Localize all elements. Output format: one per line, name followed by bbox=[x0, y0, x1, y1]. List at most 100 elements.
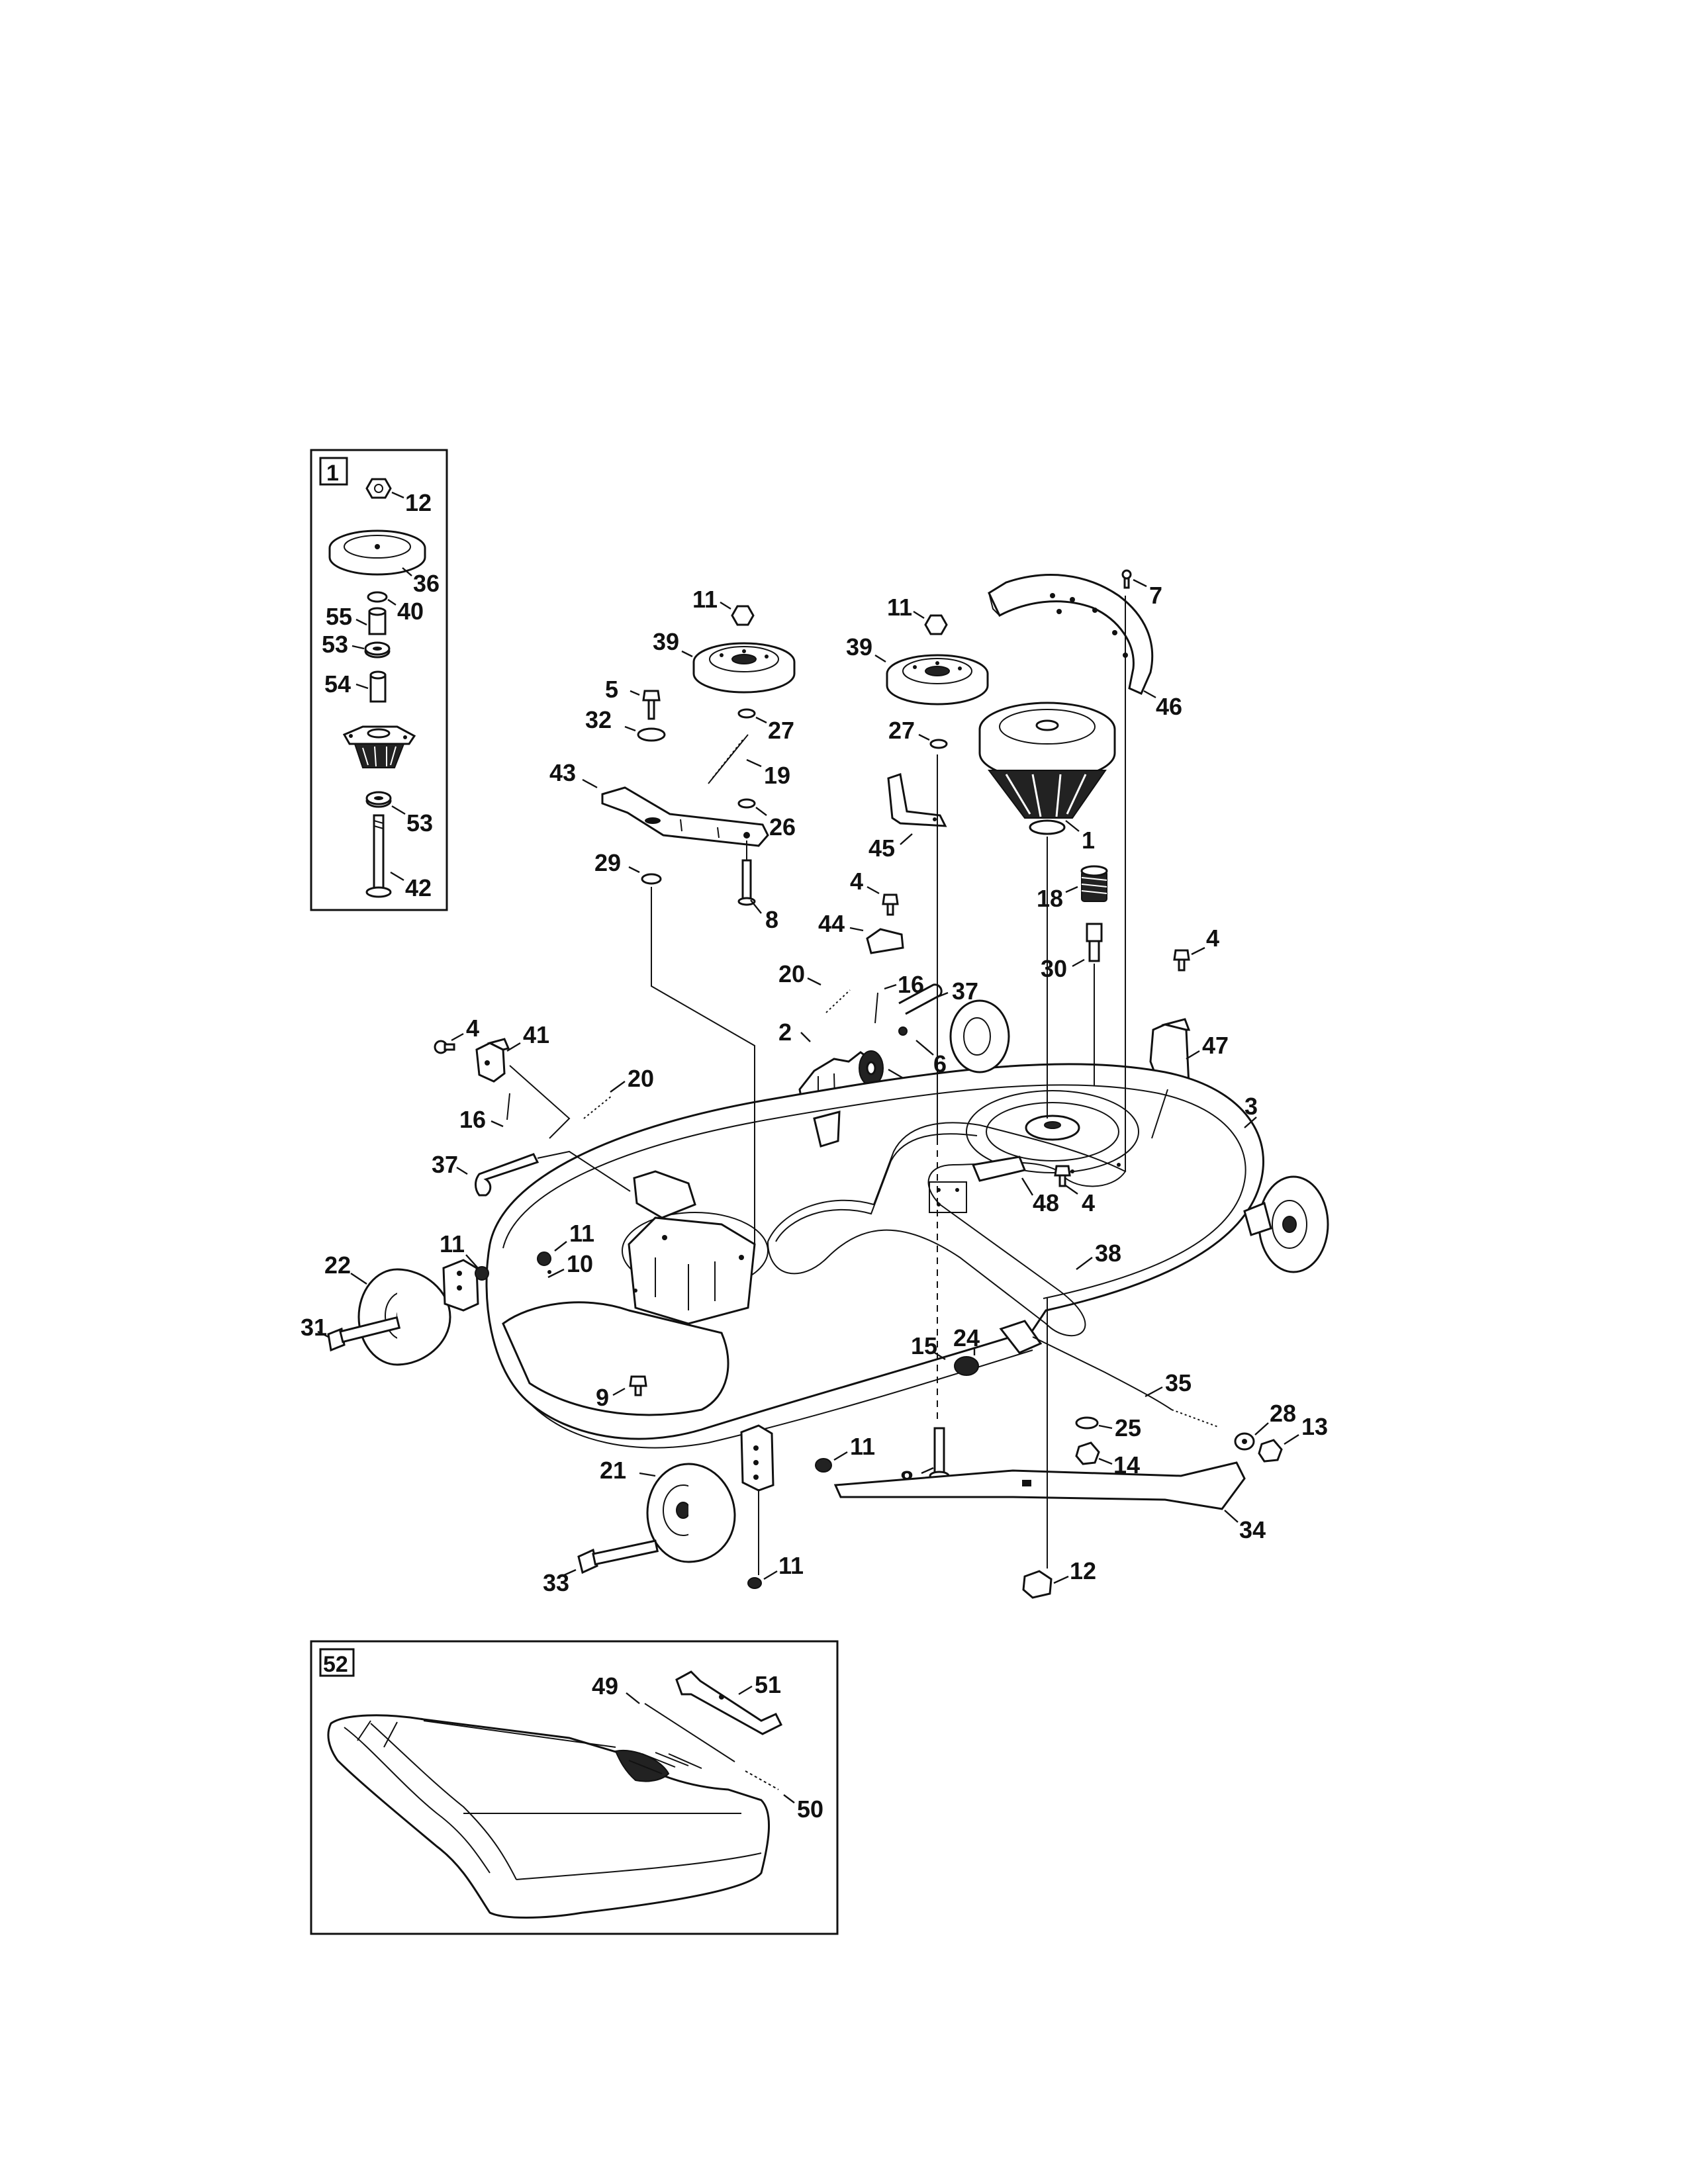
callout-label: 5 bbox=[605, 676, 618, 703]
wheel-bolt-part bbox=[577, 1539, 659, 1574]
small-bracket-part bbox=[866, 928, 904, 954]
hex-nut-part bbox=[924, 614, 948, 635]
callout-label: 20 bbox=[628, 1065, 654, 1092]
callout-label: 39 bbox=[846, 633, 872, 660]
callout-label: 53 bbox=[322, 631, 348, 658]
callout-label: 11 bbox=[569, 1220, 594, 1247]
inset-frame-52 bbox=[310, 1640, 839, 1935]
right-idler-assembly: 11 39 27 45 bbox=[846, 594, 989, 862]
callout-label: 10 bbox=[567, 1250, 593, 1277]
callout-label: 12 bbox=[405, 489, 432, 516]
hex-nut-part bbox=[1075, 1441, 1100, 1465]
callout-label: 41 bbox=[523, 1021, 549, 1048]
spindle-pulley-part bbox=[328, 529, 426, 576]
left-hanger-assembly: 4 41 16 20 37 bbox=[432, 1015, 654, 1197]
callout-label: 50 bbox=[797, 1796, 823, 1823]
callout-label: 55 bbox=[326, 603, 352, 630]
screw-part bbox=[1121, 569, 1132, 589]
callout-label: 11 bbox=[850, 1433, 875, 1460]
callout-label: 2 bbox=[778, 1019, 792, 1046]
callout-label: 9 bbox=[596, 1384, 609, 1411]
callout-label: 12 bbox=[1070, 1557, 1096, 1584]
hex-nut-part bbox=[365, 478, 392, 499]
lift-wheel-bushing-part bbox=[859, 1050, 884, 1086]
washer-part bbox=[637, 727, 666, 742]
cotter-pin-part bbox=[506, 1093, 510, 1120]
spindle-pulley-assembly-part bbox=[978, 702, 1116, 835]
bearing-part bbox=[365, 791, 392, 808]
callout-label: 34 bbox=[1239, 1516, 1266, 1543]
callout-label: 28 bbox=[1270, 1400, 1296, 1427]
washer-part bbox=[737, 708, 756, 719]
mower-blade-part bbox=[833, 1461, 1246, 1510]
callout-label: 33 bbox=[543, 1569, 569, 1596]
left-idler-assembly: 11 39 27 19 26 8 bbox=[653, 586, 796, 933]
callout-label: 40 bbox=[397, 598, 424, 625]
callout-label: 27 bbox=[888, 717, 915, 744]
adjuster-bolt-part bbox=[1086, 923, 1103, 962]
callout-label: 42 bbox=[405, 874, 432, 901]
callout-label: 53 bbox=[406, 809, 433, 837]
callout-label: 46 bbox=[1156, 693, 1182, 720]
callout-label: 11 bbox=[692, 586, 718, 613]
pin-part bbox=[898, 983, 943, 1015]
shoulder-bolt-part bbox=[737, 859, 756, 906]
callout-label: 49 bbox=[592, 1672, 618, 1700]
spindle-shaft-part bbox=[365, 814, 392, 898]
callout-label: 4 bbox=[1082, 1189, 1095, 1216]
callout-label: 13 bbox=[1301, 1413, 1328, 1440]
callout-label: 16 bbox=[459, 1106, 486, 1133]
bolt-part bbox=[642, 690, 661, 720]
bolt-part bbox=[1054, 1165, 1071, 1187]
nut-part bbox=[815, 1458, 832, 1473]
callout-label: 11 bbox=[778, 1552, 804, 1579]
pin-part bbox=[475, 1153, 539, 1197]
spacer-part bbox=[368, 607, 387, 635]
callout-label: 4 bbox=[466, 1015, 479, 1042]
mulch-kit-inset: 52 49 51 50 bbox=[310, 1640, 839, 1935]
assembly-axis-lines bbox=[509, 596, 1168, 1575]
washer-part bbox=[737, 798, 756, 809]
idler-arm-assembly: 5 32 43 29 bbox=[549, 676, 769, 885]
inset-frame-1 bbox=[310, 449, 448, 911]
hex-nut-part bbox=[731, 605, 755, 626]
bearing-part bbox=[364, 641, 391, 659]
spindle-assembly-inset: 1 12 36 40 55 bbox=[310, 449, 448, 911]
callout-label: 48 bbox=[1033, 1189, 1059, 1216]
spring-part bbox=[745, 1770, 779, 1790]
wheel-bolt-part bbox=[327, 1316, 401, 1352]
spring-part bbox=[583, 1095, 612, 1119]
tension-spring-part bbox=[708, 734, 749, 784]
belt-keeper-part bbox=[971, 1156, 1027, 1182]
callout-label: 25 bbox=[1115, 1414, 1141, 1441]
hex-nut-part bbox=[1258, 1439, 1283, 1463]
mulch-bracket-part bbox=[675, 1670, 783, 1735]
callout-label: 29 bbox=[594, 849, 621, 876]
idler-pulley-part bbox=[692, 642, 796, 694]
callout-label: 24 bbox=[953, 1324, 980, 1351]
callout-label: 32 bbox=[585, 706, 612, 733]
mower-deck-housing bbox=[485, 1063, 1264, 1449]
callout-label: 15 bbox=[911, 1332, 937, 1359]
callout-label: 44 bbox=[818, 910, 845, 937]
callout-label: 47 bbox=[1202, 1032, 1229, 1059]
callout-label: 26 bbox=[769, 813, 796, 841]
rear-left-gauge-wheel bbox=[949, 999, 1010, 1073]
nut-part bbox=[747, 1577, 762, 1589]
hanger-bracket-part bbox=[475, 1038, 510, 1083]
spring-bushing-part bbox=[1080, 865, 1108, 902]
callout-label: 31 bbox=[301, 1314, 327, 1341]
callout-label: 51 bbox=[755, 1671, 781, 1698]
callout-box-1 bbox=[319, 457, 348, 486]
callout-label: 38 bbox=[1095, 1240, 1121, 1267]
callout-label: 37 bbox=[432, 1151, 458, 1178]
shoulder-bolt-part bbox=[929, 1427, 950, 1481]
callout-label: 52 bbox=[323, 1652, 348, 1677]
callout-label: 3 bbox=[1244, 1093, 1258, 1120]
bolt-part bbox=[434, 1040, 455, 1054]
callout-label: 43 bbox=[549, 759, 576, 786]
callout-label: 30 bbox=[1041, 955, 1067, 982]
rod-bracket-part bbox=[999, 1320, 1043, 1354]
washer-part bbox=[1234, 1432, 1255, 1451]
